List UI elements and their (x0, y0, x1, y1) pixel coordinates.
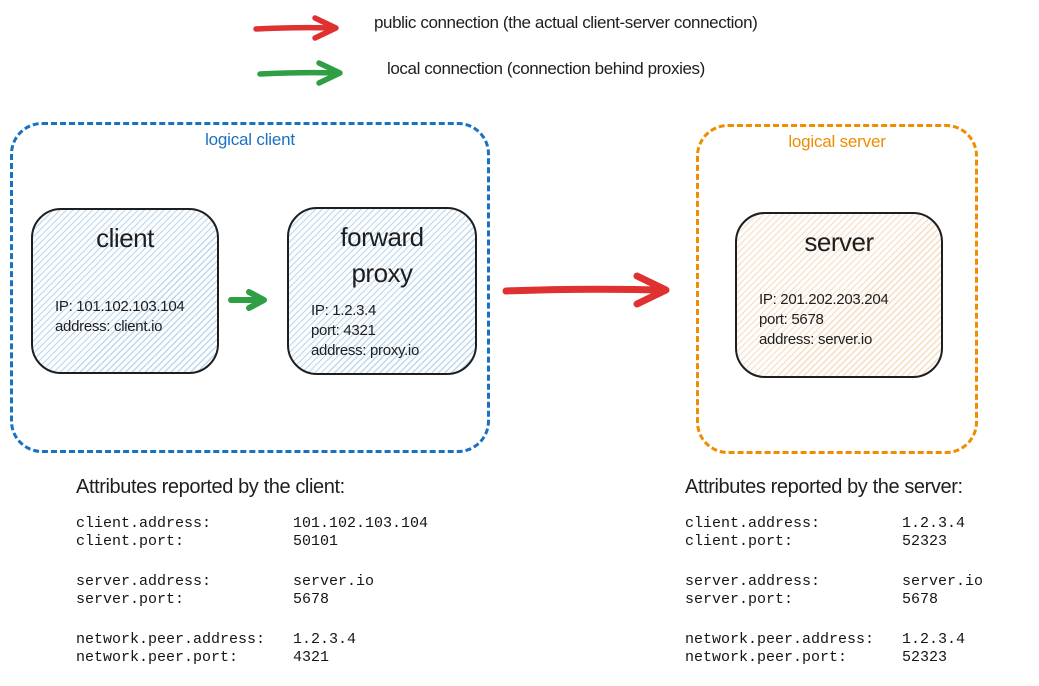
public-connection-arrow-icon (253, 15, 339, 41)
client-attributes-heading: Attributes reported by the client: (76, 476, 345, 498)
attr-row: client.port:50101 (76, 533, 339, 550)
forward-proxy-node-title: forward proxy (340, 222, 424, 288)
attr-row: server.address:server.io (685, 573, 984, 590)
attr-row: client.address:101.102.103.104 (76, 515, 429, 532)
attr-row: network.peer.address:1.2.3.4 (76, 631, 357, 648)
attr-row: client.address:1.2.3.4 (685, 515, 966, 532)
attr-row: client.port:52323 (685, 533, 948, 550)
attr-row: network.peer.port:52323 (685, 649, 948, 666)
logical-server-group: logical server server IP: 201.202.203.20… (696, 124, 978, 454)
proxy-to-server-arrow-icon (502, 272, 670, 308)
server-node-title: server (804, 227, 874, 257)
client-ip: IP: 101.102.103.104 (55, 298, 185, 315)
client-node-title: client (96, 223, 154, 253)
logical-client-group: logical client client IP: 101.102.103.10… (10, 122, 490, 453)
proxy-address: address: proxy.io (311, 342, 420, 359)
logical-client-label: logical client (205, 130, 295, 149)
client-address: address: client.io (55, 318, 163, 335)
proxy-port: port: 4321 (311, 322, 376, 339)
forward-proxy-node: forward proxy IP: 1.2.3.4 port: 4321 add… (287, 207, 477, 375)
server-ip: IP: 201.202.203.204 (759, 291, 889, 308)
attr-row: network.peer.port:4321 (76, 649, 330, 666)
local-connection-arrow-icon (257, 60, 343, 86)
server-attributes: Attributes reported by the server: clien… (685, 476, 983, 667)
server-port: port: 5678 (759, 311, 824, 328)
local-connection-label: local connection (connection behind prox… (387, 59, 705, 78)
logical-server-label: logical server (788, 132, 886, 151)
client-to-proxy-arrow-icon (228, 289, 267, 311)
client-attributes: Attributes reported by the client: clien… (76, 476, 428, 667)
attr-row: network.peer.address:1.2.3.4 (685, 631, 966, 648)
proxy-ip: IP: 1.2.3.4 (311, 302, 377, 319)
attr-row: server.port:5678 (76, 591, 330, 608)
server-address: address: server.io (759, 331, 872, 348)
client-node: client IP: 101.102.103.104 address: clie… (31, 208, 219, 374)
server-attributes-heading: Attributes reported by the server: (685, 476, 963, 498)
attr-row: server.port:5678 (685, 591, 939, 608)
attr-row: server.address:server.io (76, 573, 375, 590)
public-connection-label: public connection (the actual client-ser… (374, 13, 758, 32)
server-node: server IP: 201.202.203.204 port: 5678 ad… (735, 212, 943, 378)
